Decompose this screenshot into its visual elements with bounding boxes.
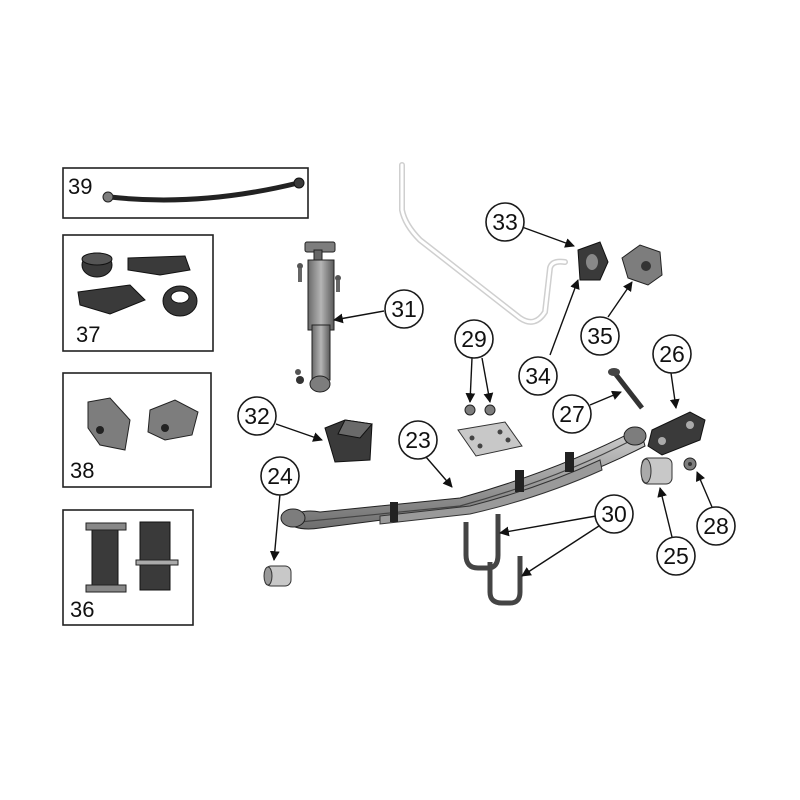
shackle-part <box>91 527 119 591</box>
inset-box-39: 39 <box>62 167 309 219</box>
inset-box-36: 36 <box>62 509 194 626</box>
shock-absorber-part <box>295 241 341 393</box>
svg-text:31: 31 <box>391 296 417 322</box>
leaf-spring-part <box>280 426 647 530</box>
spring-plate-part <box>457 404 523 457</box>
callout-32: 32 <box>237 396 277 436</box>
callout-34: 34 <box>518 356 558 396</box>
track-bar-part <box>109 180 299 203</box>
bump-stop-part <box>324 419 373 463</box>
bracket-part <box>77 284 146 315</box>
callout-29: 29 <box>454 319 494 359</box>
callout-26: 26 <box>652 334 692 374</box>
inset-box-38: 38 <box>62 372 212 488</box>
svg-text:30: 30 <box>601 501 627 527</box>
callout-35: 35 <box>580 316 620 356</box>
inset-label-39: 39 <box>68 174 92 199</box>
bracket-part <box>127 255 191 276</box>
svg-text:34: 34 <box>525 363 551 389</box>
bracket-part <box>87 397 131 451</box>
callout-24: 24 <box>260 456 300 496</box>
callout-27: 27 <box>552 394 592 434</box>
callout-25: 25 <box>656 536 696 576</box>
svg-text:32: 32 <box>244 403 270 429</box>
bracket-part <box>147 399 199 441</box>
svg-text:25: 25 <box>663 543 689 569</box>
shackle-bolt-part <box>608 368 644 410</box>
callout-23: 23 <box>398 420 438 460</box>
track-bar-end-right <box>293 177 305 189</box>
inset-label-38: 38 <box>70 458 94 483</box>
spring-bushing-part <box>263 565 292 587</box>
inset-box-37: 37 <box>62 234 214 352</box>
sway-bar-bushing-part <box>577 241 609 281</box>
u-bolt-part <box>487 556 523 606</box>
svg-text:26: 26 <box>659 341 685 367</box>
svg-text:27: 27 <box>559 401 585 427</box>
svg-text:29: 29 <box>461 326 487 352</box>
shackle-nut-part <box>683 457 697 471</box>
inset-label-37: 37 <box>76 322 100 347</box>
shackle-bushing-part <box>640 457 673 485</box>
callout-30: 30 <box>594 494 634 534</box>
shackle-part <box>647 411 706 456</box>
svg-text:23: 23 <box>405 427 431 453</box>
inset-label-36: 36 <box>70 597 94 622</box>
svg-text:24: 24 <box>267 463 293 489</box>
svg-text:33: 33 <box>492 209 518 235</box>
callout-33: 33 <box>485 202 525 242</box>
sway-bar-end-link-part <box>621 244 663 286</box>
callout-28: 28 <box>696 506 736 546</box>
u-bolt-part <box>463 514 501 571</box>
svg-text:35: 35 <box>587 323 613 349</box>
track-bar-end-left <box>102 191 114 203</box>
callout-31: 31 <box>384 289 424 329</box>
shackle-part <box>139 521 171 591</box>
svg-text:28: 28 <box>703 513 729 539</box>
